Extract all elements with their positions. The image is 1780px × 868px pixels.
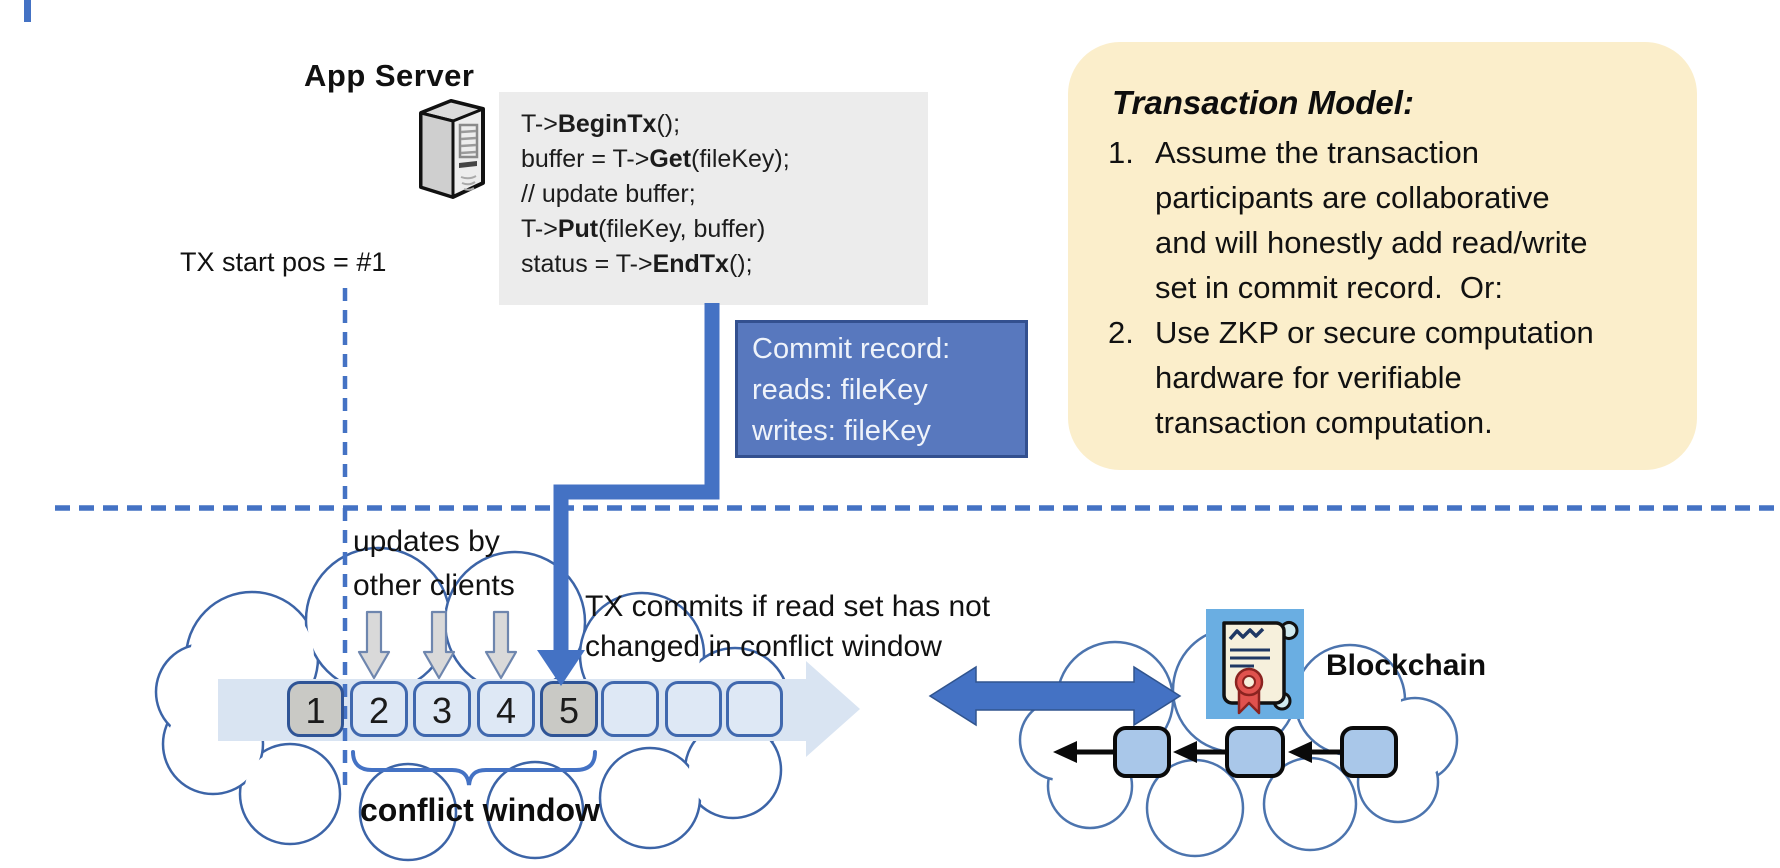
timeline-slot-7 — [665, 681, 722, 737]
sync-double-arrow — [928, 665, 1182, 727]
text-line: writes: fileKey — [752, 415, 931, 447]
model-item-line: Assume the transaction — [1155, 135, 1479, 170]
transaction-model-note: Transaction Model: 1. Assume the transact… — [1068, 42, 1697, 470]
blockchain-label: Blockchain — [1326, 649, 1487, 682]
blockchain-block — [1225, 726, 1285, 778]
server-icon — [419, 99, 485, 199]
transaction-model-list: 1. Assume the transaction participants are… — [1108, 130, 1668, 445]
commit-record-lines: Commit record: reads: fileKey writes: file… — [738, 323, 1025, 452]
model-item-line: participants are collaborative — [1155, 180, 1550, 215]
code-line: T->BeginTx(); — [521, 110, 681, 138]
blockchain-block — [1340, 726, 1398, 778]
tx-commits-condition-label: TX commits if read set has not changed in… — [585, 587, 990, 667]
blockchain-block — [1113, 726, 1171, 778]
certificate-icon — [1206, 609, 1304, 719]
timeline-slot-6 — [601, 681, 659, 737]
model-item-lines: Use ZKP or secure computation hardware fo… — [1155, 310, 1668, 445]
text-line: TX commits if read set has not — [585, 590, 991, 623]
model-item-line: set in commit record. Or: — [1155, 270, 1503, 305]
timeline-slot-8 — [726, 681, 783, 737]
text-line: reads: fileKey — [752, 374, 928, 406]
transaction-code-box: T->BeginTx(); buffer = T->Get(fileKey); //… — [499, 92, 928, 305]
model-item-line: transaction computation. — [1155, 405, 1493, 440]
text-line: changed in conflict window — [585, 630, 942, 663]
transaction-code-lines: T->BeginTx(); buffer = T->Get(fileKey); //… — [499, 92, 928, 282]
slot-number: 1 — [305, 690, 326, 731]
slide-edge-mark — [24, 0, 31, 22]
conflict-window-bracket — [351, 750, 597, 786]
timeline-slot-5: 5 — [540, 681, 598, 737]
text-line: Commit record: — [752, 333, 951, 365]
tx-start-pos-label: TX start pos = #1 — [180, 247, 387, 277]
model-item-number: 2. — [1108, 315, 1134, 350]
slot-number: 5 — [558, 690, 580, 731]
updates-by-other-clients-label: updates by other clients — [353, 520, 515, 608]
model-item-line: and will honestly add read/write — [1155, 225, 1588, 260]
slot-number: 2 — [368, 690, 390, 731]
slot-number: 3 — [431, 690, 453, 731]
model-item-line: Use ZKP or secure computation — [1155, 315, 1594, 350]
text-line: other clients — [353, 569, 515, 602]
commit-record-box: Commit record: reads: fileKey writes: file… — [735, 320, 1028, 458]
transaction-model-title: Transaction Model: — [1112, 84, 1414, 121]
timeline-slot-4: 4 — [477, 681, 535, 737]
text-line: updates by — [353, 525, 500, 558]
code-line: status = T->EndTx(); — [521, 250, 753, 278]
app-server-title: App Server — [304, 58, 475, 93]
timeline-slot-2: 2 — [350, 681, 408, 737]
model-item-lines: Assume the transaction participants are c… — [1155, 130, 1668, 310]
chain-link-arrows — [1053, 741, 1342, 763]
model-item-number: 1. — [1108, 135, 1134, 170]
code-line: T->Put(fileKey, buffer) — [521, 215, 766, 243]
model-item: 2. Use ZKP or secure computation hardware … — [1108, 310, 1668, 445]
slot-number: 4 — [495, 690, 517, 731]
model-item-line: hardware for verifiable — [1155, 360, 1462, 395]
code-line: buffer = T->Get(fileKey); — [521, 145, 790, 173]
timeline-slot-1: 1 — [287, 681, 344, 737]
model-item: 1. Assume the transaction participants are… — [1108, 130, 1668, 310]
code-line: // update buffer; — [521, 180, 696, 208]
timeline-slot-3: 3 — [413, 681, 471, 737]
conflict-window-label: conflict window — [360, 792, 600, 828]
